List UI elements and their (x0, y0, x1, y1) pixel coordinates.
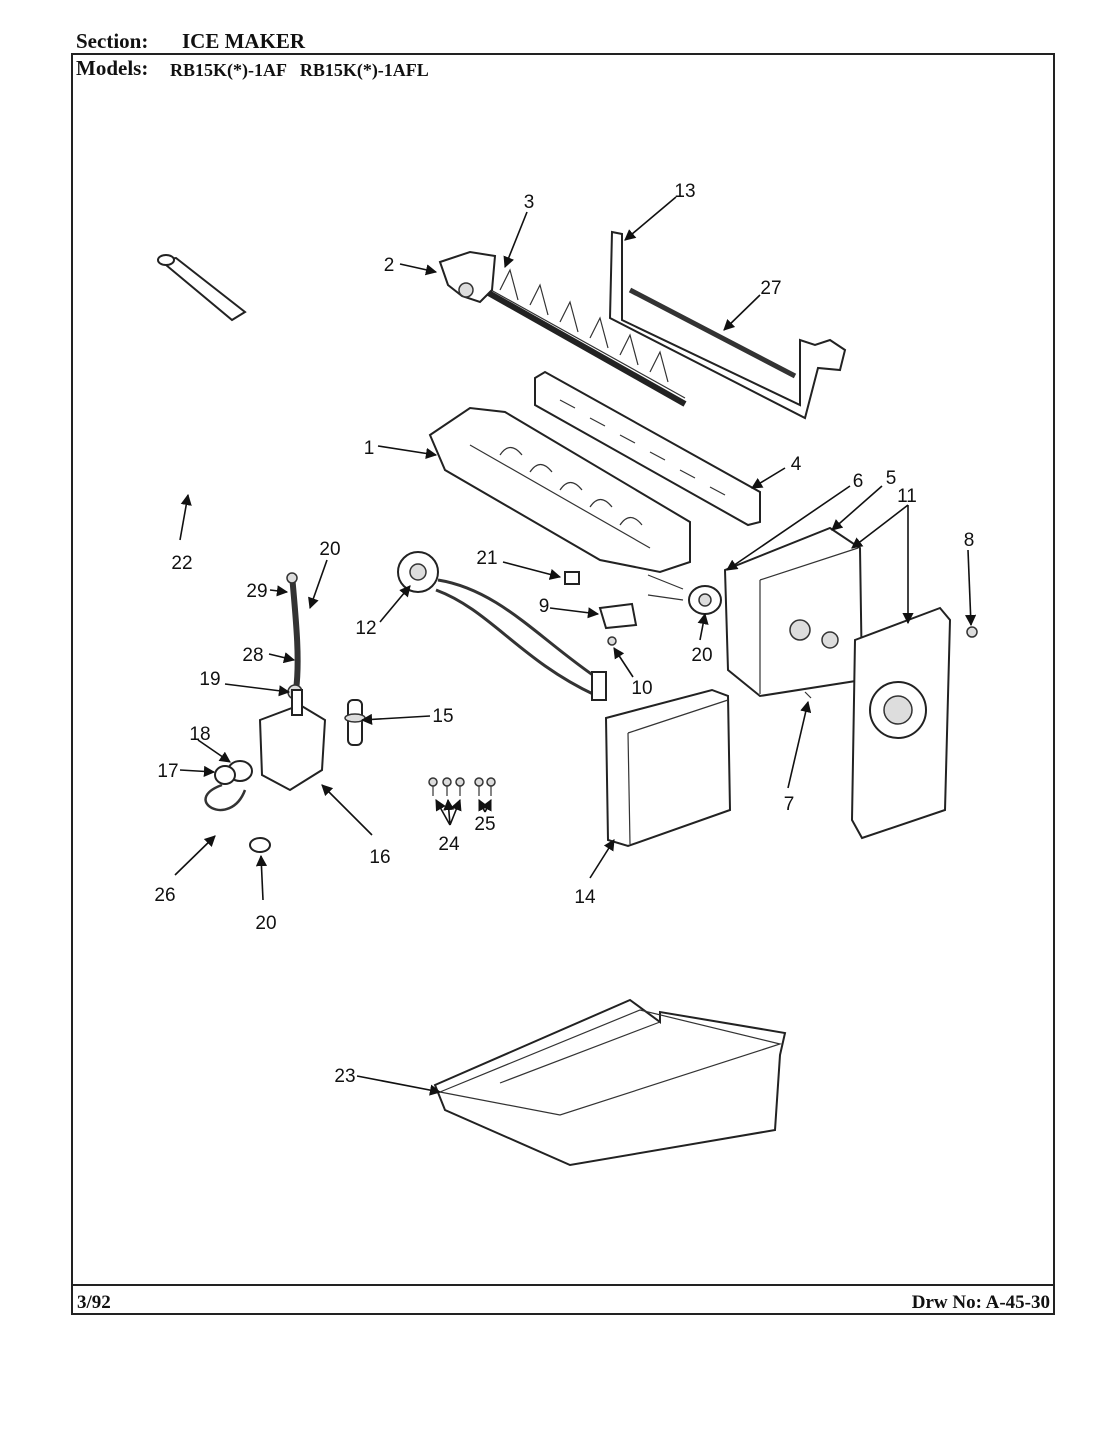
callout-3: 3 (524, 192, 535, 213)
callout-10: 10 (631, 678, 652, 699)
part-20-clamp (249, 837, 271, 853)
callout-23: 22 (171, 553, 192, 574)
callout-2: 2 (384, 255, 395, 276)
section-label: Section: (76, 29, 149, 53)
stripper-part (534, 370, 761, 527)
callout-13: 13 (674, 181, 695, 202)
models-label: Models: (76, 56, 149, 80)
callout-25: 24 (438, 834, 460, 855)
callout-30: 29 (246, 581, 267, 602)
inlet-tube-part (286, 572, 303, 700)
callout-18: 18 (189, 724, 210, 745)
drive-motor-part (850, 606, 952, 840)
part-8-screw (966, 626, 978, 638)
callout-21: 20 (691, 645, 712, 666)
callout-28: 27 (760, 278, 781, 299)
diagram-frame (71, 53, 1055, 1315)
callout-12: 12 (355, 618, 376, 639)
callout-20-bottom: 20 (255, 913, 276, 934)
screws-part (428, 777, 496, 796)
callout-27: 26 (154, 885, 175, 906)
callout-4: 4 (791, 454, 802, 475)
callout-labels: 3 13 27 2 1 4 6 5 11 8 21 9 10 12 20 7 2… (154, 181, 974, 1087)
models-value: RB15K(*)-1AF RB15K(*)-1AFL (170, 60, 429, 80)
ice-bin-part (433, 998, 787, 1167)
part-7-pin (804, 691, 812, 699)
motor-fan-part (647, 574, 722, 615)
control-housing-part (723, 526, 864, 698)
part-9-bracket (598, 602, 638, 630)
part-22-clip (564, 571, 580, 585)
callout-24: 23 (334, 1066, 355, 1087)
callout-6: 6 (853, 471, 864, 492)
callout-15: 15 (432, 706, 453, 727)
mold-cover-part (438, 250, 497, 304)
callout-16: 16 (369, 847, 390, 868)
footer-divider (71, 1284, 1055, 1286)
callout-19: 19 (199, 669, 220, 690)
callout-26: 25 (474, 814, 495, 835)
revision-date: 3/92 (77, 1292, 111, 1313)
callout-17: 17 (157, 761, 178, 782)
leader-lines (174, 196, 977, 1096)
callout-11: 11 (897, 486, 917, 507)
part-10-screw (607, 636, 617, 646)
grommet-part (344, 699, 366, 746)
callout-14: 14 (574, 887, 596, 908)
ice-mold-part (428, 406, 691, 574)
water-valve-part (204, 689, 327, 812)
callout-9: 9 (539, 596, 550, 617)
callout-5: 5 (886, 468, 897, 489)
shutoff-arm-part (608, 230, 847, 420)
callout-29: 28 (242, 645, 263, 666)
section-value: ICE MAKER (182, 29, 306, 53)
fill-tube-part (157, 254, 247, 322)
ejector-blade-part (453, 268, 687, 407)
callout-7: 7 (784, 794, 795, 815)
callout-20-top: 20 (319, 539, 340, 560)
callout-8: 8 (964, 530, 975, 551)
drawing-number: Drw No: A-45-30 (911, 1292, 1050, 1313)
thermostat-harness-part (397, 551, 607, 701)
callout-22: 21 (476, 548, 497, 569)
callout-1: 1 (364, 438, 375, 459)
front-cover-part (604, 688, 732, 848)
